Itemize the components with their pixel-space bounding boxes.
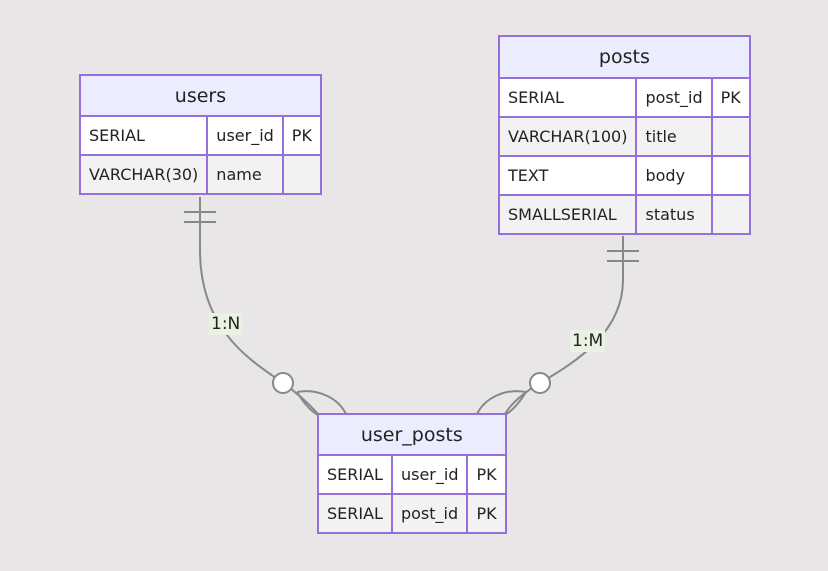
attribute-name: post_id (390, 493, 469, 534)
attribute-name: user_id (206, 115, 284, 156)
attribute-type: SERIAL (317, 454, 393, 495)
attribute-key: PK (466, 454, 507, 495)
entity-title-posts: posts (498, 35, 751, 79)
relationship-label-users-user-posts: 1:N (209, 313, 243, 335)
cardinality-zero-circle (272, 372, 294, 394)
attribute-key: PK (466, 493, 507, 534)
attribute-type: TEXT (497, 155, 638, 196)
attribute-key (710, 116, 751, 157)
relationship-line-users-user-posts (199, 197, 319, 415)
attribute-name: post_id (635, 77, 713, 118)
attribute-name: title (635, 116, 713, 157)
crows-foot-marker (476, 390, 527, 415)
attribute-row: SERIAL post_id PK (317, 493, 507, 534)
attribute-key (281, 154, 322, 195)
entity-title-users: users (79, 74, 322, 117)
entity-posts[interactable]: posts SERIAL post_id PK VARCHAR(100) tit… (497, 35, 751, 235)
attribute-name: name (206, 154, 284, 195)
entity-title-user-posts: user_posts (317, 413, 507, 456)
attribute-type: VARCHAR(100) (497, 116, 638, 157)
attribute-type: SERIAL (78, 115, 209, 156)
attribute-name: body (635, 155, 713, 196)
cardinality-zero-circle (529, 372, 551, 394)
crows-foot-marker (296, 391, 319, 416)
relationship-label-posts-user-posts: 1:M (570, 330, 606, 352)
attribute-key (710, 155, 751, 196)
attribute-name: user_id (390, 454, 469, 495)
attribute-key: PK (710, 77, 751, 118)
attribute-key: PK (281, 115, 322, 156)
attribute-type: SERIAL (497, 77, 638, 118)
attribute-row: VARCHAR(100) title (497, 116, 751, 157)
crows-foot-marker (296, 390, 347, 415)
attribute-row: TEXT body (497, 155, 751, 196)
attribute-type: SMALLSERIAL (497, 194, 638, 235)
relationship-line-posts-user-posts (504, 236, 624, 415)
attribute-type: VARCHAR(30) (78, 154, 209, 195)
attribute-row: SERIAL post_id PK (497, 77, 751, 118)
crows-foot-marker (504, 391, 527, 416)
attribute-row: SMALLSERIAL status (497, 194, 751, 235)
attribute-key (710, 194, 751, 235)
attribute-type: SERIAL (317, 493, 393, 534)
attribute-row: SERIAL user_id PK (78, 115, 322, 156)
entity-user-posts[interactable]: user_posts SERIAL user_id PK SERIAL post… (317, 413, 507, 534)
attribute-row: VARCHAR(30) name (78, 154, 322, 195)
attribute-name: status (635, 194, 713, 235)
entity-users[interactable]: users SERIAL user_id PK VARCHAR(30) name (78, 74, 322, 195)
attribute-row: SERIAL user_id PK (317, 454, 507, 495)
